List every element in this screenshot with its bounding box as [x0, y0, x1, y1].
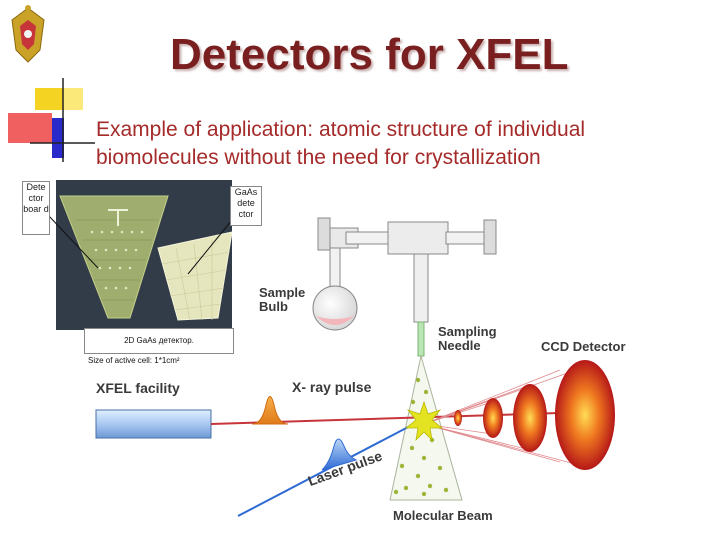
- detector-photo: [47, 180, 233, 330]
- molecular-beam-label: Molecular Beam: [393, 508, 493, 523]
- slide-subtitle: Example of application: atomic structure…: [96, 118, 586, 169]
- photo-caption-text: 2D GaAs детектор.: [124, 336, 194, 345]
- molecule-dots: [393, 377, 449, 497]
- deco-blue-square: [52, 118, 64, 158]
- deco-yellow-square-2: [63, 88, 83, 110]
- ccd-detector-label: CCD Detector: [541, 339, 626, 354]
- photo-caption: 2D GaAs детектор.: [84, 328, 234, 354]
- slide-title: Detectors for XFEL: [170, 30, 569, 79]
- ccd-detector-rings: [454, 360, 615, 470]
- sample-apparatus: [312, 217, 497, 357]
- laser-pulse-shape: [321, 438, 358, 471]
- deco-red-square: [8, 113, 52, 143]
- detector-board-callout: Dete ctor boar d: [22, 181, 50, 235]
- xray-pulse-shape: [251, 396, 289, 425]
- sample-bulb-label: Sample Bulb: [259, 285, 306, 314]
- deco-red-square-light: [8, 113, 52, 143]
- xray-pulse-label: X- ray pulse: [292, 379, 372, 395]
- molecule-burst-icon: [404, 400, 444, 442]
- xfel-facility-label: XFEL facility: [96, 380, 180, 396]
- laser-beam-line: [237, 424, 413, 517]
- xfel-facility-box: [95, 409, 212, 439]
- deco-yellow-square: [35, 88, 63, 110]
- detector-board-shape: [59, 195, 169, 319]
- coat-of-arms-logo: [11, 5, 45, 63]
- active-cell-size: Size of active cell: 1*1cm²: [88, 356, 180, 365]
- gaas-detector-callout: GaAs dete ctor: [230, 186, 262, 226]
- sampling-needle-label: Sampling Needle: [438, 324, 497, 353]
